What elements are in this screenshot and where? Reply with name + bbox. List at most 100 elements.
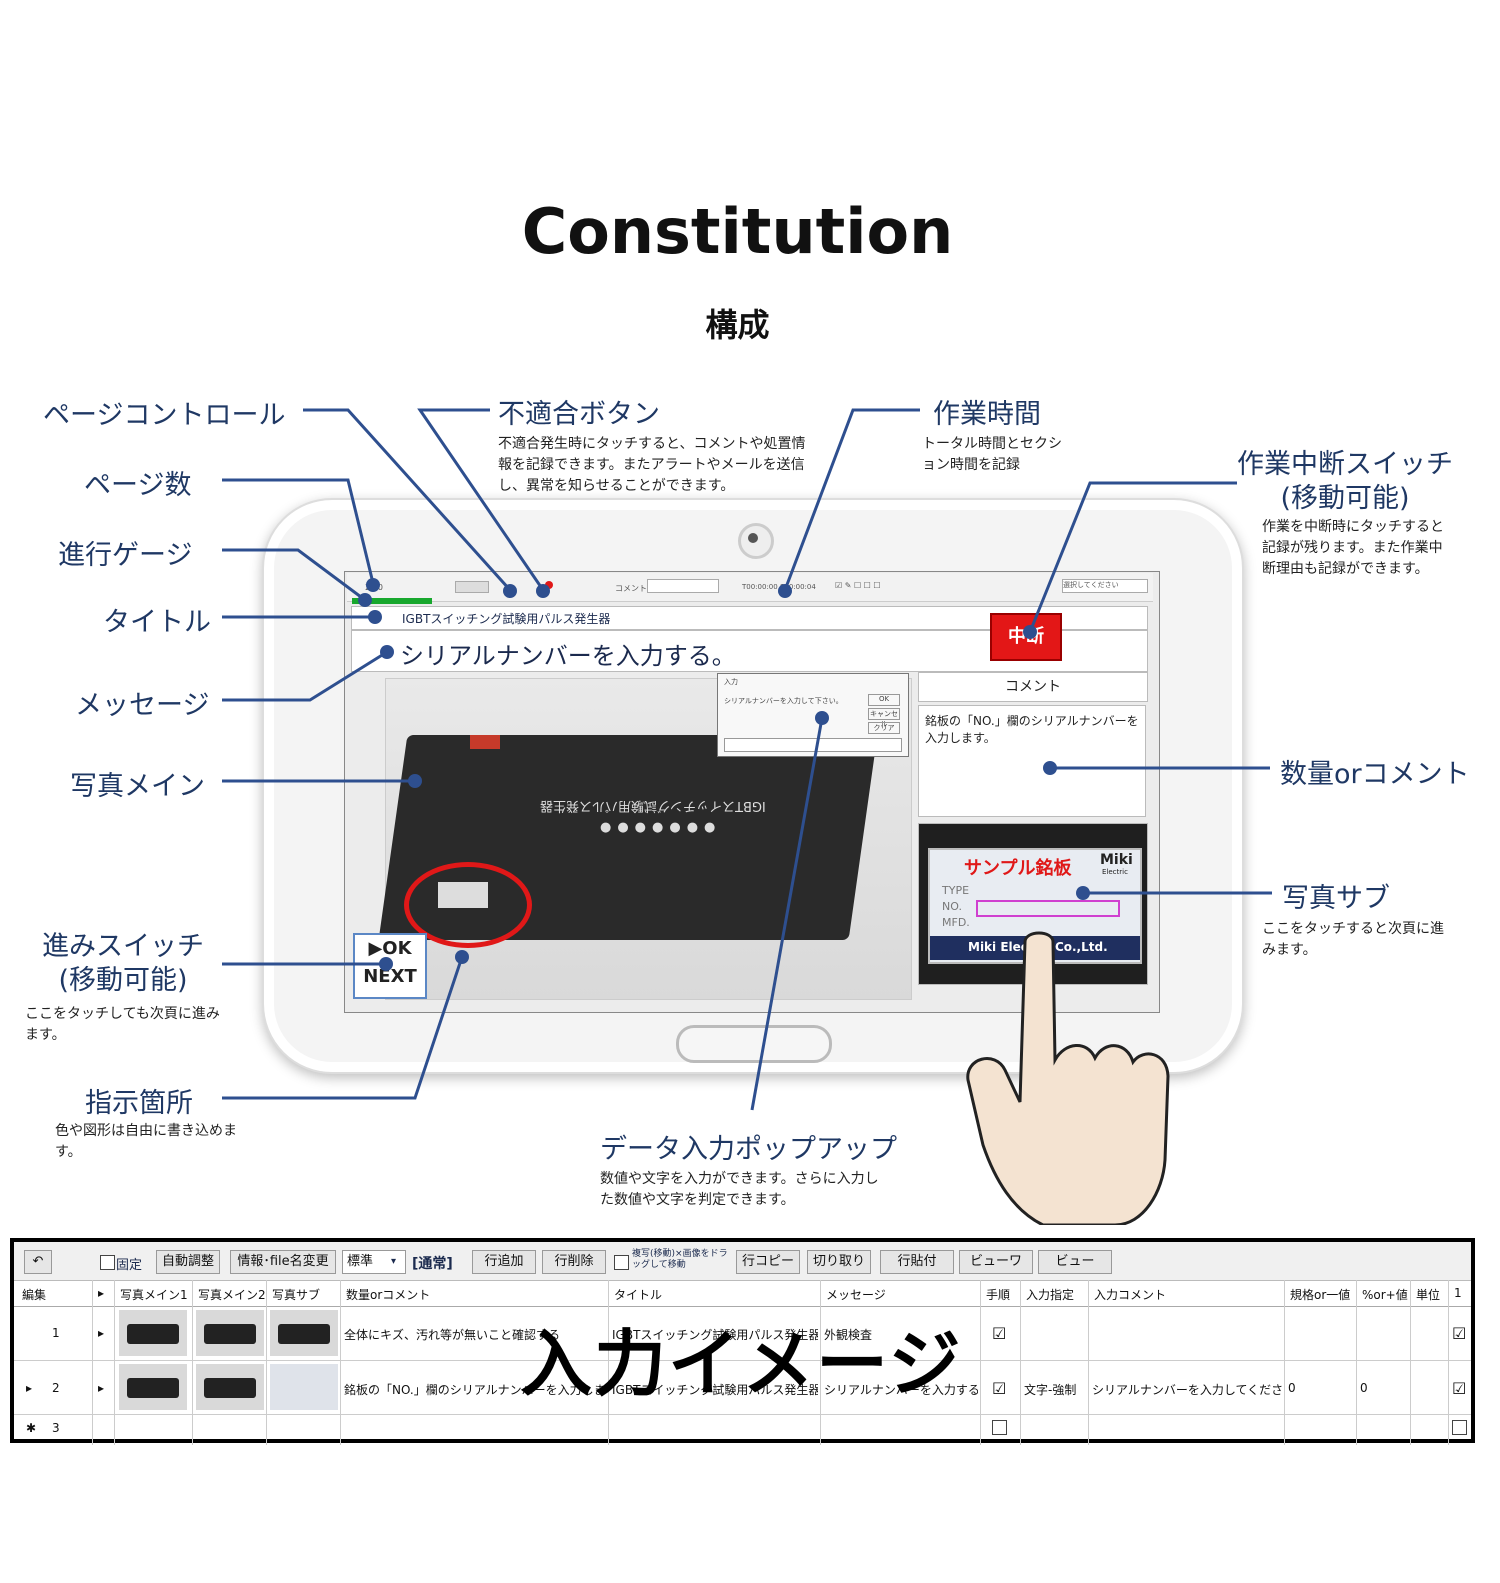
mode-select[interactable]: 標準 [342,1250,406,1274]
fix-checkbox[interactable] [100,1255,115,1270]
popup-cancel-button[interactable]: キャンセル [868,708,900,728]
page-control[interactable] [455,581,489,593]
chevron-down-icon[interactable]: ▾ [391,1256,397,1267]
data-input-popup[interactable]: 入力 シリアルナンバーを入力して下さい。 OK キャンセル クリア [717,673,909,757]
callout-title: タイトル [103,607,211,638]
thumb-sub[interactable] [270,1310,338,1356]
col-pct: %or+値 [1362,1288,1408,1302]
nonconform-button[interactable] [545,581,553,589]
callout-message: メッセージ [75,690,210,721]
comment-header: コメント [918,672,1148,702]
hand-icon [966,931,1170,1225]
callout-indication: 指示箇所 [85,1088,193,1119]
callout-nonconform-button: 不適合ボタン [498,399,660,430]
popup-ok-button[interactable]: OK [868,694,900,706]
mode-label: [通常] [412,1256,453,1272]
row-pct[interactable]: 0 [1360,1381,1368,1395]
callout-indication-desc: 色や図形は自由に書き込めます。 [55,1123,237,1160]
drag-copy-checkbox[interactable] [614,1255,629,1270]
row-qty[interactable]: 全体にキズ、汚れ等が無いこと確認する [344,1328,561,1342]
work-timer: T00:00:00 S00:00:04 [742,583,816,591]
add-row-button[interactable]: 行追加 [472,1250,536,1274]
thumb-main2[interactable] [196,1310,264,1356]
row-number: 2 [52,1381,60,1395]
row-message[interactable]: 外観検査 [824,1328,873,1342]
row-arrow: ▸ [98,1381,105,1395]
row-input-comment[interactable]: シリアルナンバーを入力してください。 [1092,1383,1282,1397]
fix-label: 固定 [116,1258,143,1273]
toolbar-icons[interactable]: ☑ ✎ ☐ ☐ ☐ [835,581,881,590]
toolbar-comment-input[interactable] [647,579,719,593]
row-title[interactable]: IGBTスイッチング試験用パルス発生器 [612,1328,818,1342]
thumb-main1[interactable] [119,1310,187,1356]
row-number: 3 [52,1421,60,1435]
col-title: タイトル [614,1288,663,1302]
comment-box[interactable]: 銘板の「NO.」欄のシリアルナンバーを入力します。 [918,705,1146,817]
col-last: 1 [1454,1286,1462,1300]
input-image-overlay: 入力イメージ [520,1322,963,1406]
thumb-sub[interactable] [270,1364,338,1410]
page-subtitle: 構成 [705,306,770,344]
row-qty[interactable]: 銘板の「NO.」欄のシリアルナンバーを入力します。 [344,1383,606,1397]
step-message-text: シリアルナンバーを入力する。 [400,642,736,670]
plate-mfd: MFD. [942,916,970,929]
indication-circle [404,862,532,948]
next-label: NEXT [363,966,417,987]
row-last-checkbox[interactable]: ☑ [1452,1324,1467,1343]
callout-data-popup-desc: 数値や文字を入力ができます。さらに入力した数値や文字を判定できます。 [600,1171,879,1208]
thumb-main2[interactable] [196,1364,264,1410]
info-rename-button[interactable]: 情報･file名変更 [230,1250,336,1274]
popup-input[interactable] [724,738,902,752]
delete-row-button[interactable]: 行削除 [542,1250,606,1274]
plate-type: TYPE [942,884,970,897]
col-input-comment: 入力コメント [1094,1288,1167,1302]
col-spec: 規格or一値 [1290,1288,1351,1302]
col-message: メッセージ [826,1288,886,1302]
row-input-type[interactable]: 文字-強制 [1024,1383,1077,1397]
step-title-text: IGBTスイッチング試験用パルス発生器 [402,612,611,626]
row-step-checkbox[interactable] [992,1420,1007,1435]
popup-text: シリアルナンバーを入力して下さい。 [724,697,843,705]
grid-toolbar: ↶ 固定 自動調整 情報･file名変更 標準 ▾ [通常] 行追加 行削除 複… [14,1242,1471,1281]
cut-button[interactable]: 切り取り [807,1250,871,1274]
callout-advance-switch-desc: ここをタッチしても次頁に進みます。 [25,1006,220,1043]
col-arrow: ▸ [98,1286,105,1300]
paste-row-button[interactable]: 行貼付 [880,1250,954,1274]
callout-page-count: ページ数 [84,470,192,501]
callout-advance-switch: 進みスイッチ (移動可能) [42,931,204,996]
undo-button[interactable]: ↶ [24,1250,52,1274]
copy-row-button[interactable]: 行コピー [736,1250,800,1274]
callout-nonconform-desc: 不適合発生時にタッチすると、コメントや処置情報を記録できます。またアラートやメー… [498,436,806,494]
row-spec[interactable]: 0 [1288,1381,1296,1395]
device-terminals: ●●●●●●● [600,820,722,835]
row-step-checkbox[interactable]: ☑ [992,1324,1007,1343]
select-dropdown[interactable]: 選択してください [1062,579,1148,593]
grid-header: 編集 ▸ 写真メイン1 写真メイン2 写真サブ 数量orコメント タイトル メッ… [14,1280,1471,1307]
row-last-checkbox[interactable] [1452,1420,1467,1435]
auto-adjust-button[interactable]: 自動調整 [156,1250,220,1274]
row-last-checkbox[interactable]: ☑ [1452,1379,1467,1398]
callout-interrupt-switch: 作業中断スイッチ (移動可能) [1237,449,1453,514]
plate-no: NO. [942,900,962,913]
col-edit: 編集 [22,1288,47,1302]
col-input-type: 入力指定 [1026,1288,1075,1302]
callout-photo-sub: 写真サブ [1282,883,1390,914]
device-red-connector [470,735,500,749]
thumb-main1[interactable] [119,1364,187,1410]
viewer-button[interactable]: ビューワ [959,1250,1033,1274]
callout-photo-sub-desc: ここをタッチすると次頁に進みます。 [1262,921,1444,958]
view-button[interactable]: ビュー [1038,1250,1112,1274]
row-step-checkbox[interactable]: ☑ [992,1379,1007,1398]
row-title[interactable]: IGBTスイッチング試験用パルス発生器 [612,1383,818,1397]
page-title: Constitution [521,195,954,268]
progress-gauge [352,598,432,604]
camera-lens [748,533,758,543]
callout-data-popup: データ入力ポップアップ [600,1134,897,1165]
row-message[interactable]: シリアルナンバーを入力する。 [824,1383,978,1397]
home-button[interactable] [676,1025,832,1063]
col-unit: 単位 [1416,1288,1441,1302]
col-photo-main1: 写真メイン1 [120,1288,188,1302]
popup-clear-button[interactable]: クリア [868,722,900,734]
toolbar-comment-label: コメント [615,584,647,593]
